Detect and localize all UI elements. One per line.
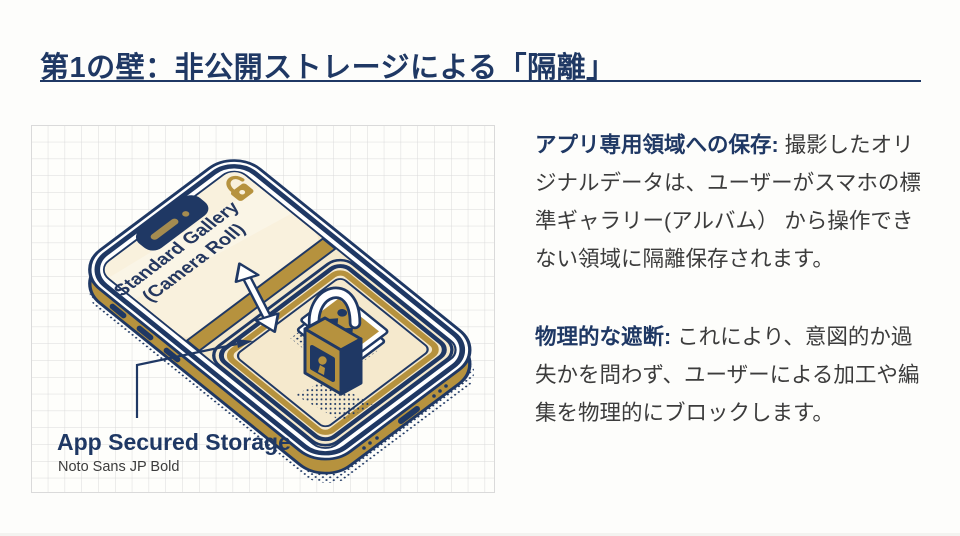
keyhole-icon — [318, 356, 327, 365]
phone-top-face: Standard Gallery (Camera Roll) — [88, 159, 472, 461]
charging-port — [398, 405, 420, 425]
paragraph-lead: アプリ専用領域への保存: — [535, 133, 779, 157]
gallery-zone — [104, 172, 319, 338]
grid-border — [31, 125, 495, 493]
screen-reflection — [108, 186, 292, 300]
slide-bottom-edge — [0, 533, 960, 536]
phone-bezel-ring — [94, 164, 466, 456]
side-buttons — [109, 303, 181, 363]
paragraph-body: 撮影したオリジナルデータは、ユーザーがスマホの標準ギャラリー(アルバム） から操… — [535, 133, 921, 271]
page-title: 第1の壁：非公開ストレージによる「隔離」 — [40, 52, 616, 85]
paragraph-body: これにより、意図的か過失かを問わず、ユーザーによる加工や編集を物理的にブロックし… — [535, 325, 920, 425]
camera-dot-icon — [182, 211, 190, 217]
title-underline — [40, 80, 921, 82]
callout-arrow-icon — [236, 339, 253, 348]
body-text-column: アプリ専用領域への保存: 撮影したオリジナルデータは、ユーザーがスマホの標準ギャ… — [535, 126, 933, 472]
illustration-panel: Standard Gallery (Camera Roll) — [31, 125, 495, 493]
callout-line — [135, 342, 238, 418]
paragraph-app-storage: アプリ専用領域への保存: 撮影したオリジナルデータは、ユーザーがスマホの標準ギャ… — [535, 126, 933, 278]
paragraph-lead: 物理的な遮断: — [535, 325, 672, 349]
speaker-icon — [150, 218, 179, 240]
paragraph-physical-block: 物理的な遮断: これにより、意図的か過失かを問わず、ユーザーによる加工や編集を物… — [535, 318, 933, 432]
padlock-icon — [295, 286, 373, 421]
padlock-shadow — [295, 379, 373, 421]
callout-heading: App Secured Storage — [57, 429, 291, 455]
notch — [135, 195, 209, 251]
speaker-holes — [362, 384, 448, 450]
unlock-icon — [226, 175, 254, 201]
smartphone-illustration: Standard Gallery (Camera Roll) — [31, 125, 495, 493]
swap-arrows-icon — [234, 262, 280, 333]
callout-subheading: Noto Sans JP Bold — [58, 459, 179, 475]
